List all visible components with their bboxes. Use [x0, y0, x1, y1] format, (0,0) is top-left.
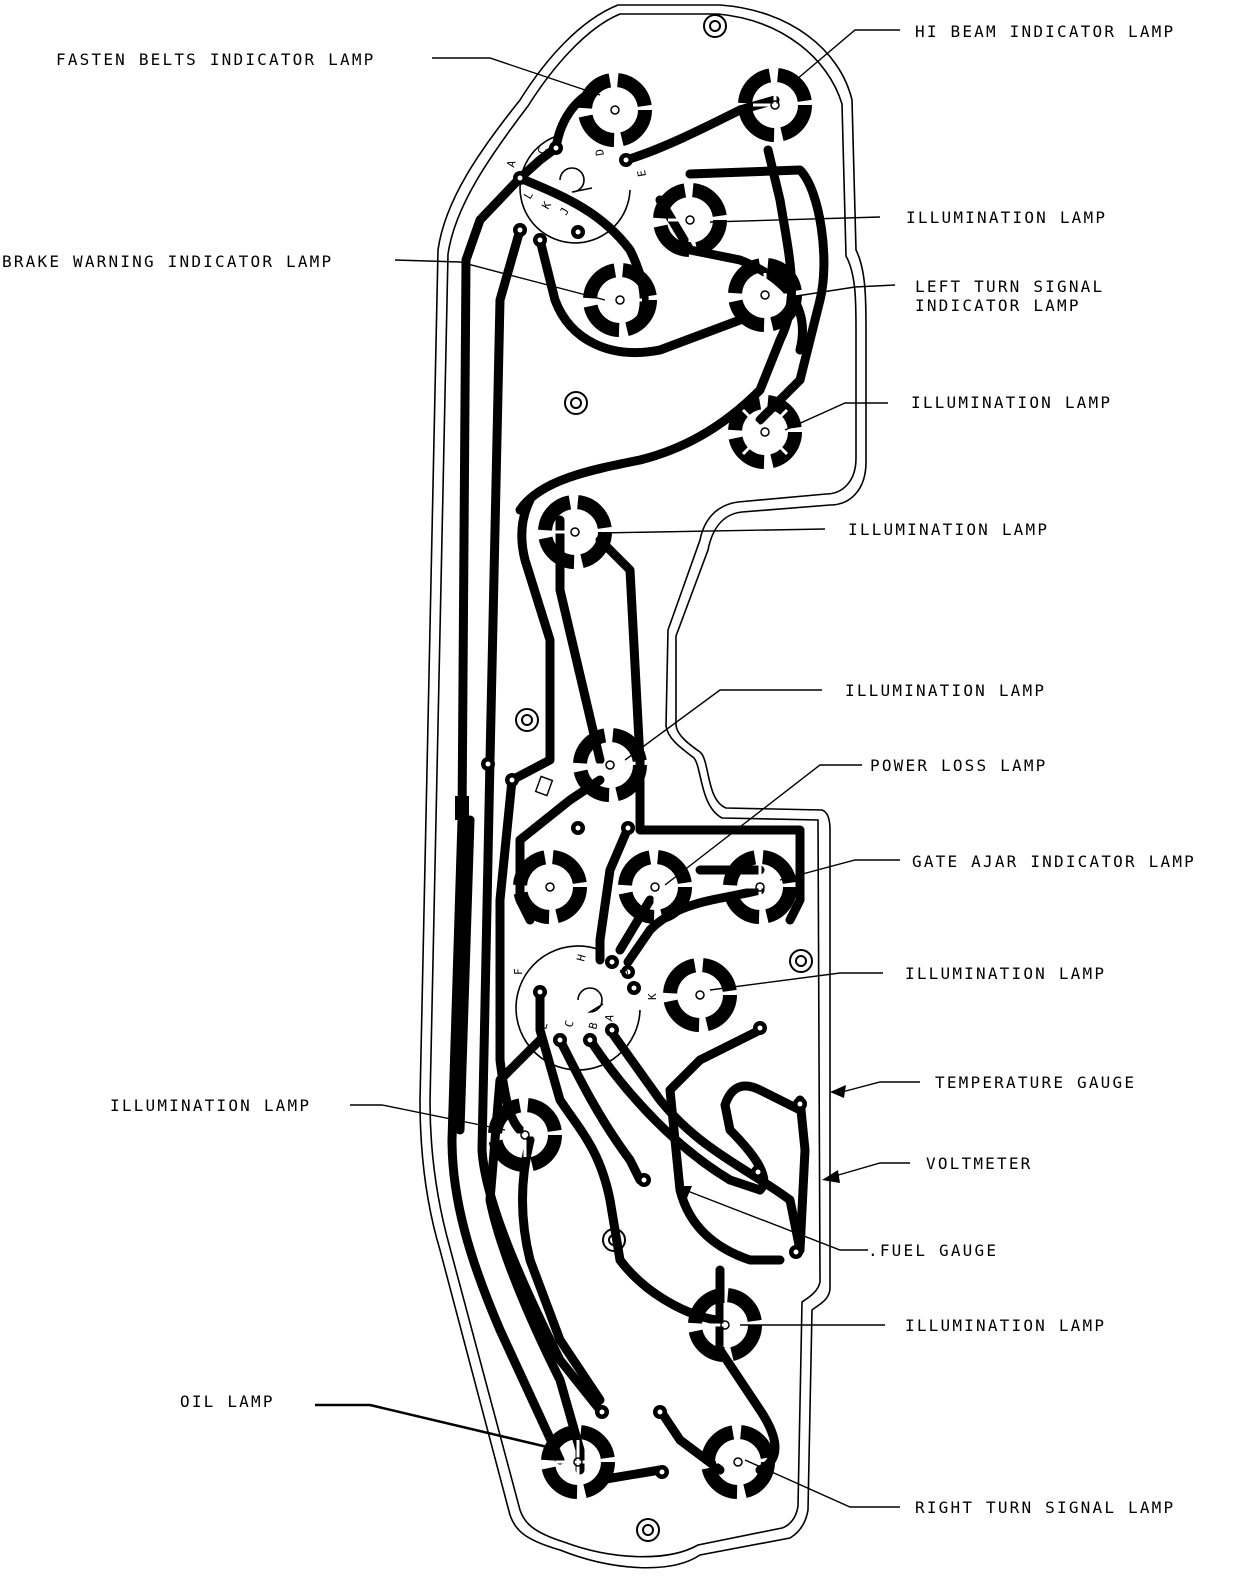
label-brake-warning: BRAKE WARNING INDICATOR LAMP	[2, 252, 333, 271]
pin-label: J	[618, 968, 631, 975]
label-oil-lamp: OIL LAMP	[180, 1392, 275, 1411]
label-left-turn-line-1: LEFT TURN SIGNAL	[915, 277, 1104, 296]
pin-label: K	[646, 993, 659, 1000]
pin-label: C	[562, 1019, 576, 1029]
label-illumination-7: ILLUMINATION LAMP	[905, 1316, 1106, 1335]
label-right-turn: RIGHT TURN SIGNAL LAMP	[915, 1498, 1175, 1517]
label-illumination-1: ILLUMINATION LAMP	[906, 208, 1107, 227]
pin-label: A	[504, 159, 518, 169]
label-temperature-gauge: TEMPERATURE GAUGE	[935, 1073, 1136, 1092]
label-illumination-3: ILLUMINATION LAMP	[848, 520, 1049, 539]
solder-pads	[455, 141, 807, 1479]
callout-labels: FASTEN BELTS INDICATOR LAMP HI BEAM INDI…	[2, 22, 1196, 1517]
pin-label: D	[593, 148, 607, 157]
pin-label: K	[539, 199, 554, 212]
label-voltmeter: VOLTMETER	[926, 1154, 1033, 1173]
pin-label: C	[535, 146, 549, 156]
label-power-loss: POWER LOSS LAMP	[870, 756, 1048, 775]
label-fasten-belts: FASTEN BELTS INDICATOR LAMP	[56, 50, 376, 69]
pin-label: J	[557, 205, 572, 217]
label-illumination-2: ILLUMINATION LAMP	[911, 393, 1112, 412]
pin-label: L	[521, 189, 536, 202]
pin-label: B	[586, 1021, 600, 1031]
pin-label: E	[635, 169, 649, 178]
label-illumination-4: ILLUMINATION LAMP	[845, 681, 1046, 700]
connector-lower-pins: F H J K E C B A	[512, 953, 659, 1031]
pin-label: E	[536, 1021, 550, 1031]
leader-lines	[315, 29, 920, 1508]
label-gate-ajar: GATE AJAR INDICATOR LAMP	[912, 852, 1196, 871]
label-hi-beam: HI BEAM INDICATOR LAMP	[915, 22, 1175, 41]
pin-label: H	[574, 953, 588, 963]
board-inner-outline	[429, 13, 857, 1558]
label-fuel-gauge: .FUEL GAUGE	[868, 1241, 998, 1260]
label-illumination-6: ILLUMINATION LAMP	[110, 1096, 311, 1115]
pin-label: F	[512, 968, 525, 975]
pin-label: A	[602, 1013, 616, 1023]
label-left-turn-line-2: INDICATOR LAMP	[915, 296, 1081, 315]
board-outline	[419, 4, 867, 1569]
label-illumination-5: ILLUMINATION LAMP	[905, 964, 1106, 983]
